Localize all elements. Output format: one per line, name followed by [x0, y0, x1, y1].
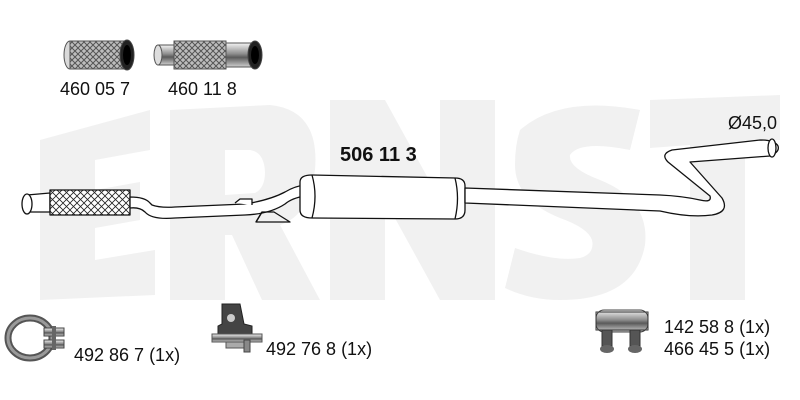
clamp-part-number: 492 86 7 (1x)	[74, 345, 181, 365]
bracket-492768-image	[211, 303, 263, 353]
bracket-part-number: 492 76 8 (1x)	[266, 339, 373, 359]
main-exhaust-pipe	[21, 138, 779, 223]
clamp-kit-image	[595, 309, 649, 353]
main-pipe-part-number: 506 11 3	[340, 144, 417, 166]
flex-pipe-2-part-number: 460 11 8	[168, 79, 237, 99]
clamp-492867-image	[4, 314, 65, 362]
clamp-kit-part-number-1: 142 58 8 (1x)	[664, 317, 771, 337]
flex-pipe-1-part-number: 460 05 7	[60, 79, 131, 99]
pipe-diameter-label: Ø45,0	[728, 113, 778, 133]
flex-pipe-460118-image	[153, 40, 263, 70]
flex-pipe-460057-image	[63, 39, 135, 71]
clamp-kit-part-number-2: 466 45 5 (1x)	[664, 339, 771, 359]
